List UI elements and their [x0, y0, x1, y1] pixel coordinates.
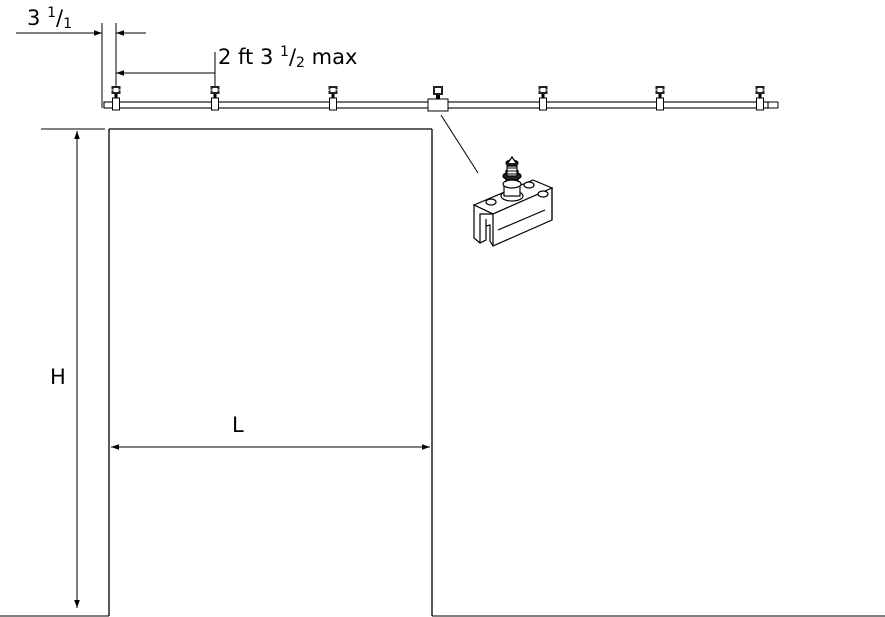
hanger-clip-icon: [210, 85, 220, 111]
height-dimension: H: [41, 128, 105, 617]
hanger-clip-icon: [111, 85, 121, 111]
bracket-clip-detail-icon: [472, 155, 554, 247]
hanger-clip-icon: [655, 85, 665, 111]
edge-distance-dimension: 3 1/1: [16, 5, 146, 108]
detail-leader-line: [440, 114, 479, 174]
width-dimension: L: [111, 413, 430, 450]
door-opening-outline: [0, 128, 885, 617]
width-label: L: [232, 413, 244, 437]
hanger-clip-icon: [538, 85, 548, 111]
hanger-spacing-dimension: 2 ft 3 1/2 max: [116, 44, 357, 86]
height-label: H: [50, 365, 66, 389]
edge-distance-label: 3 1/1: [27, 5, 72, 32]
rail-connector: [427, 86, 449, 112]
hanger-clip-icon: [328, 85, 338, 111]
hanger-spacing-label: 2 ft 3 1/2 max: [218, 44, 357, 71]
hanger-clip-icon: [755, 85, 765, 111]
